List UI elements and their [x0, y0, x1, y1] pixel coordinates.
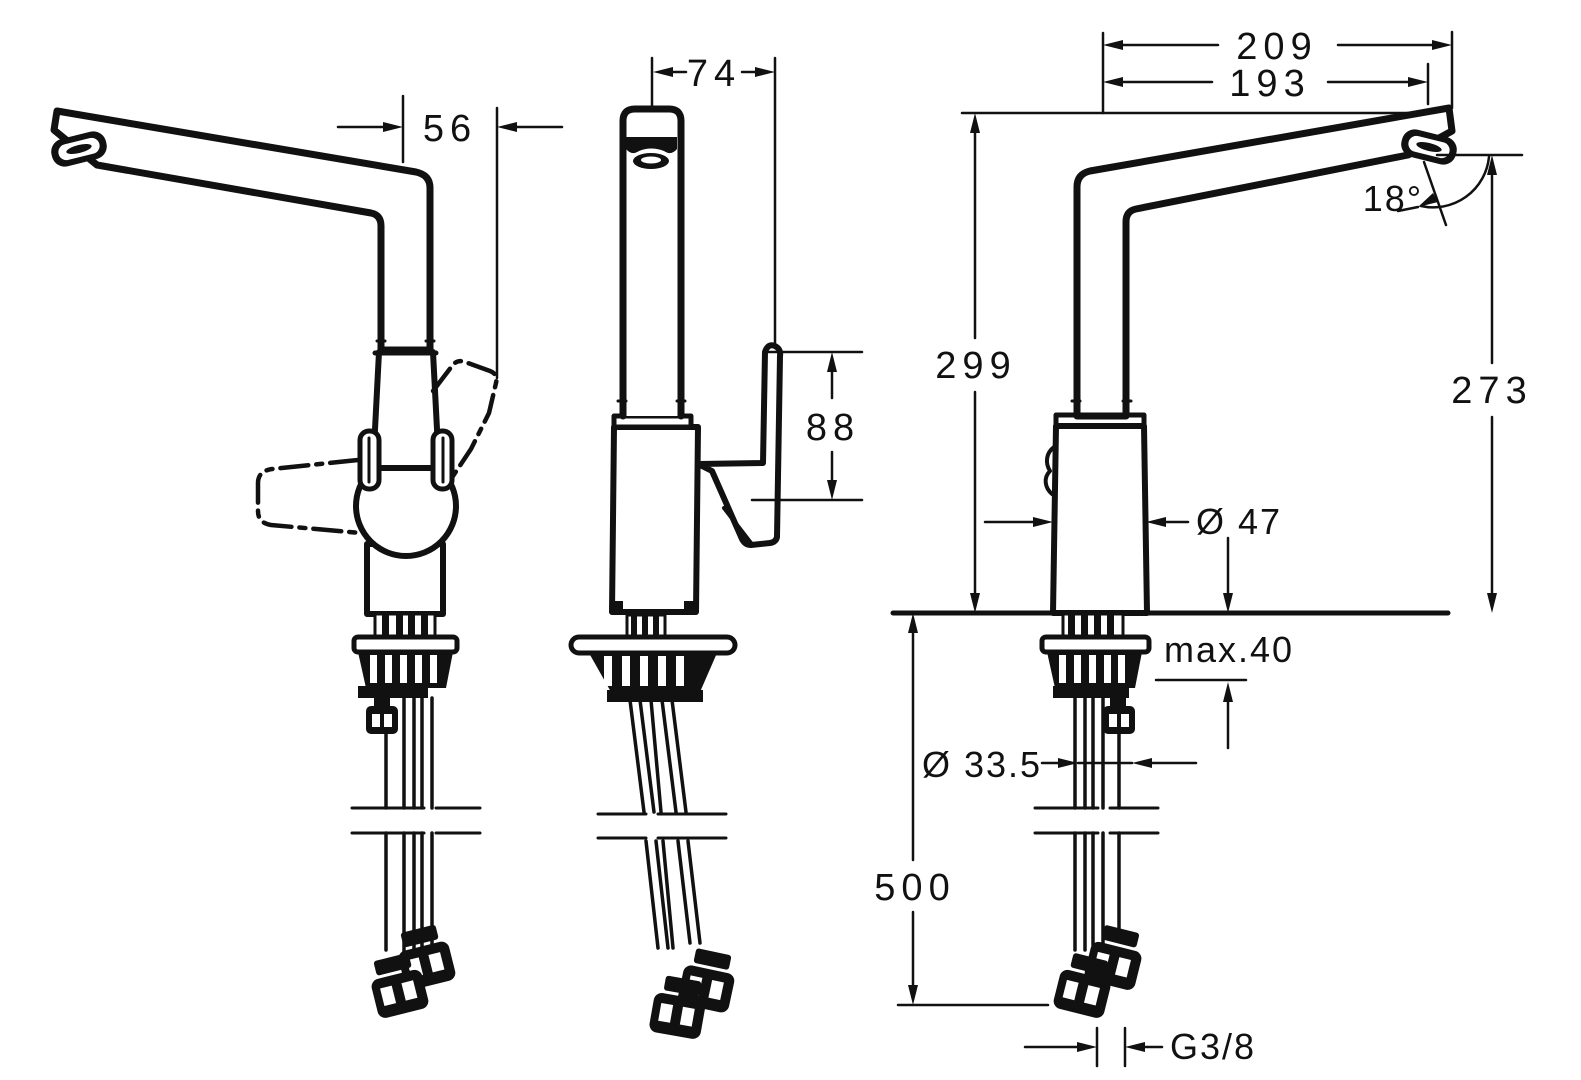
side-view-right	[890, 104, 1457, 1018]
connector	[1103, 706, 1135, 734]
nut-slots	[1059, 655, 1125, 683]
dim-18deg-label: 18°	[1363, 178, 1423, 219]
break-lines	[596, 812, 728, 840]
shank-ribs	[1068, 615, 1114, 637]
nut-band	[358, 686, 428, 698]
hoses	[628, 698, 702, 950]
handle-lever	[695, 342, 784, 548]
shank-ribs	[382, 615, 428, 637]
connector-window	[1121, 714, 1129, 727]
dimension-d335: Ø 33.5	[922, 744, 1198, 785]
dim-193-label: 193	[1229, 63, 1310, 105]
handle-phantom-tilted	[430, 358, 499, 482]
hose-fitting	[371, 953, 429, 1018]
dimension-273: 273	[1435, 153, 1532, 613]
dim-g38-label: G3/8	[1170, 1026, 1256, 1067]
dimension-max40: max.40	[1154, 536, 1294, 750]
dimension-g38: G3/8	[1023, 1026, 1256, 1068]
dimension-74: 74	[650, 53, 777, 350]
dim-d47-label: Ø 47	[1196, 501, 1282, 542]
spout-outline	[50, 107, 434, 354]
shank-ribs	[631, 616, 659, 637]
aerator-front-inner	[641, 156, 661, 164]
dimension-18deg: 18°	[1363, 155, 1491, 227]
aerator-front-band	[626, 137, 677, 154]
dimension-d47: Ø 47	[983, 501, 1282, 542]
dim-273-label: 273	[1451, 370, 1532, 412]
connector-window	[1109, 714, 1117, 727]
dimensions: 56 74 88	[336, 26, 1532, 1068]
dimension-56: 56	[336, 94, 564, 380]
connector-window	[372, 714, 380, 727]
break-lines	[350, 806, 482, 835]
mounting-nut	[589, 653, 717, 692]
spout-tube	[619, 105, 685, 420]
hose-fitting	[1053, 953, 1111, 1018]
dimension-88: 88	[750, 350, 864, 502]
dim-56-label: 56	[423, 108, 477, 150]
spout-outline	[1073, 104, 1456, 420]
body	[609, 424, 701, 615]
dim-209-label: 209	[1236, 26, 1317, 68]
side-view-left	[50, 107, 499, 1018]
body-foot	[610, 601, 623, 613]
nut-band	[607, 690, 703, 702]
dim-299-label: 299	[935, 345, 1016, 387]
connector-stub	[374, 696, 390, 708]
connector	[366, 706, 398, 734]
body-neck	[370, 349, 442, 471]
dim-88-label: 88	[806, 407, 860, 449]
handle-lever-edge	[722, 506, 753, 545]
hoses	[1073, 696, 1121, 952]
body-foot	[684, 601, 697, 613]
front-view	[568, 105, 784, 1039]
dim-74-label: 74	[687, 53, 741, 95]
connector-stub	[1110, 696, 1126, 708]
dimension-500: 500	[874, 613, 1050, 1007]
dimension-209: 209	[1101, 26, 1454, 115]
handle-hub-bump	[1043, 445, 1056, 496]
body	[1050, 423, 1150, 616]
dim-500-label: 500	[874, 867, 955, 909]
dim-d335-label: Ø 33.5	[922, 744, 1042, 785]
aerator	[51, 131, 107, 167]
escutcheon	[568, 634, 738, 656]
nut-band	[1053, 686, 1129, 698]
dimension-299: 299	[935, 111, 1419, 613]
hose-fitting	[649, 975, 706, 1039]
handle-phantom-horizontal	[255, 457, 364, 536]
connector-window	[384, 714, 392, 727]
mounting-washer	[1039, 634, 1152, 655]
dimension-193: 193	[1103, 62, 1430, 106]
mounting-washer	[351, 634, 460, 655]
break-lines	[1033, 806, 1160, 835]
dim-max40-label: max.40	[1164, 629, 1294, 670]
nut-slots	[370, 655, 437, 683]
hoses	[384, 696, 434, 954]
nut-slots	[604, 656, 684, 686]
